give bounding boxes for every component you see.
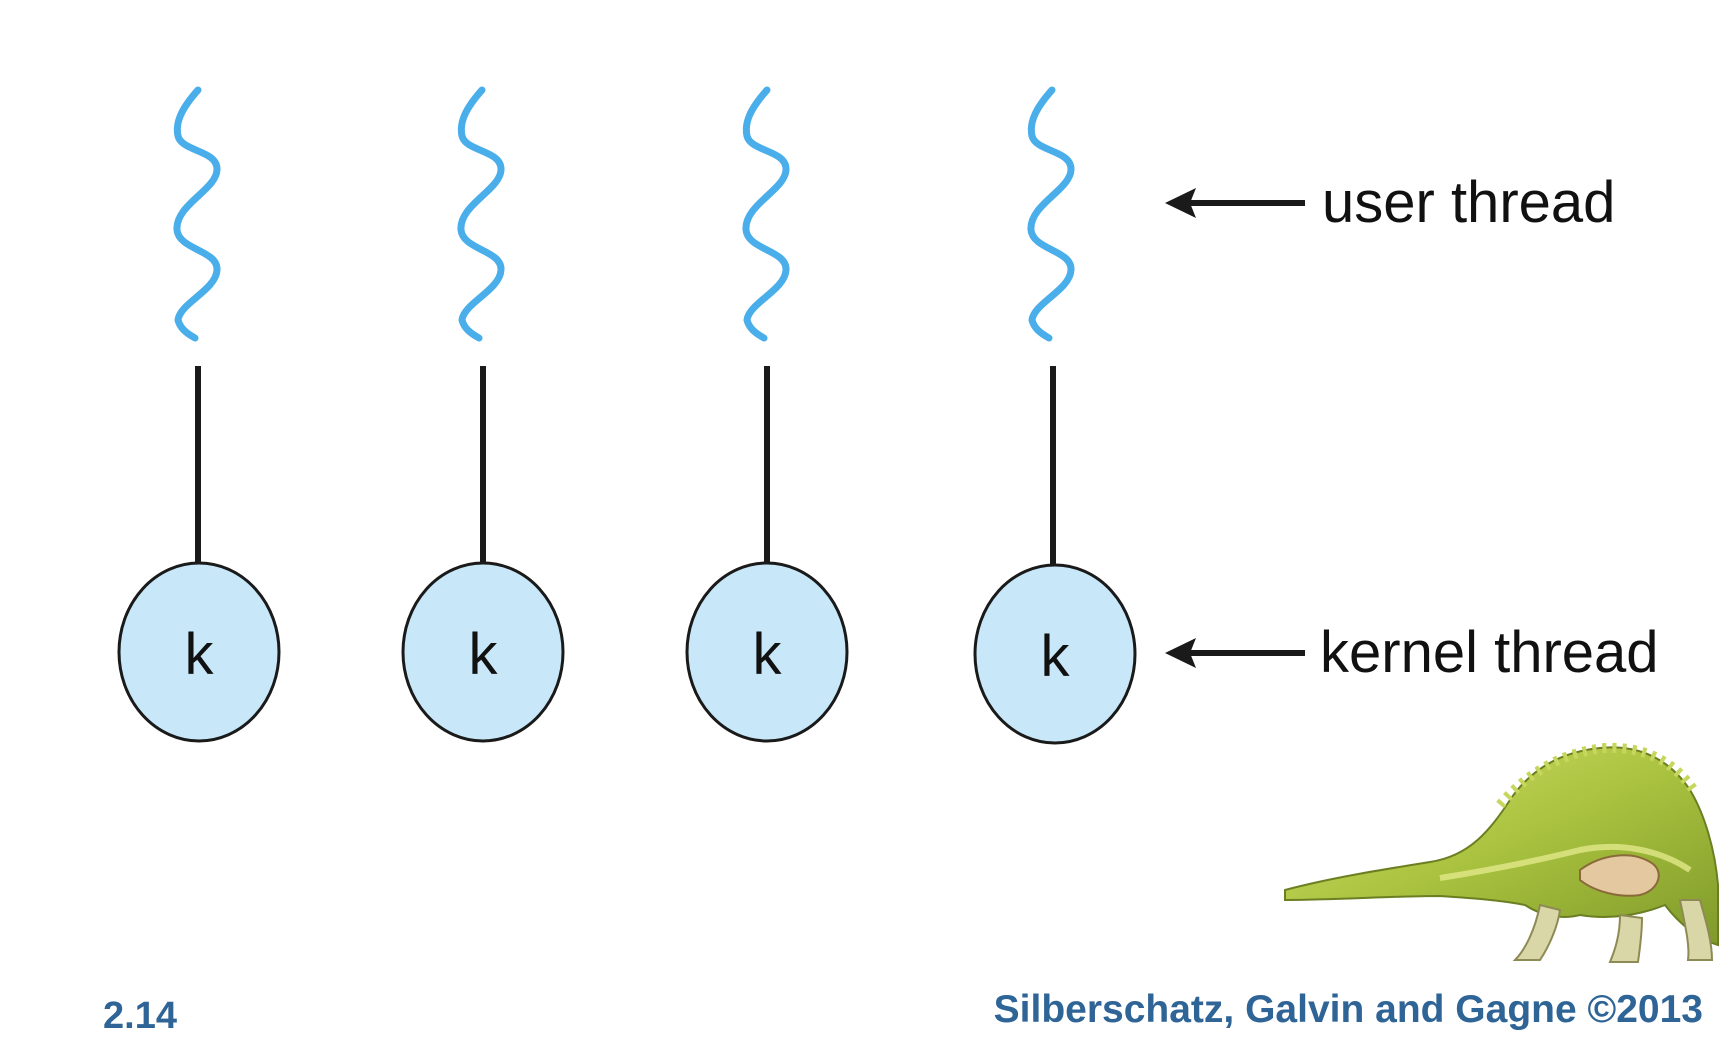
kernel-thread-k-label: k — [469, 622, 499, 687]
kernel-thread-k-label: k — [753, 622, 783, 687]
user-thread-1 — [173, 86, 221, 342]
user-thread-3 — [742, 86, 790, 342]
kernel-thread-node: k — [117, 561, 281, 743]
kernel-thread-label: kernel thread — [1320, 620, 1659, 685]
kernel-thread-k-label: k — [185, 622, 215, 687]
kernel-thread-node: k — [973, 563, 1137, 745]
kernel-thread-pointer: kernel thread — [1165, 620, 1659, 685]
dinosaur-icon — [1284, 742, 1719, 963]
user-thread-label: user thread — [1322, 170, 1615, 235]
user-thread-4 — [1027, 86, 1075, 342]
kernel-thread-node: k — [685, 561, 849, 743]
user-threads — [173, 86, 1075, 342]
kernel-thread-k-label: k — [1041, 624, 1071, 689]
copyright-notice: Silberschatz, Galvin and Gagne ©2013 — [993, 988, 1703, 1031]
kernel-thread-node: k — [401, 561, 565, 743]
user-thread-pointer: user thread — [1165, 170, 1615, 235]
slide-number: 2.14 — [103, 995, 177, 1037]
kernel-threads: k k k k — [117, 561, 1137, 745]
mapping-lines — [195, 366, 1056, 565]
left-arrow-icon — [1165, 188, 1305, 218]
left-arrow-icon — [1165, 638, 1305, 668]
user-thread-2 — [457, 86, 505, 342]
